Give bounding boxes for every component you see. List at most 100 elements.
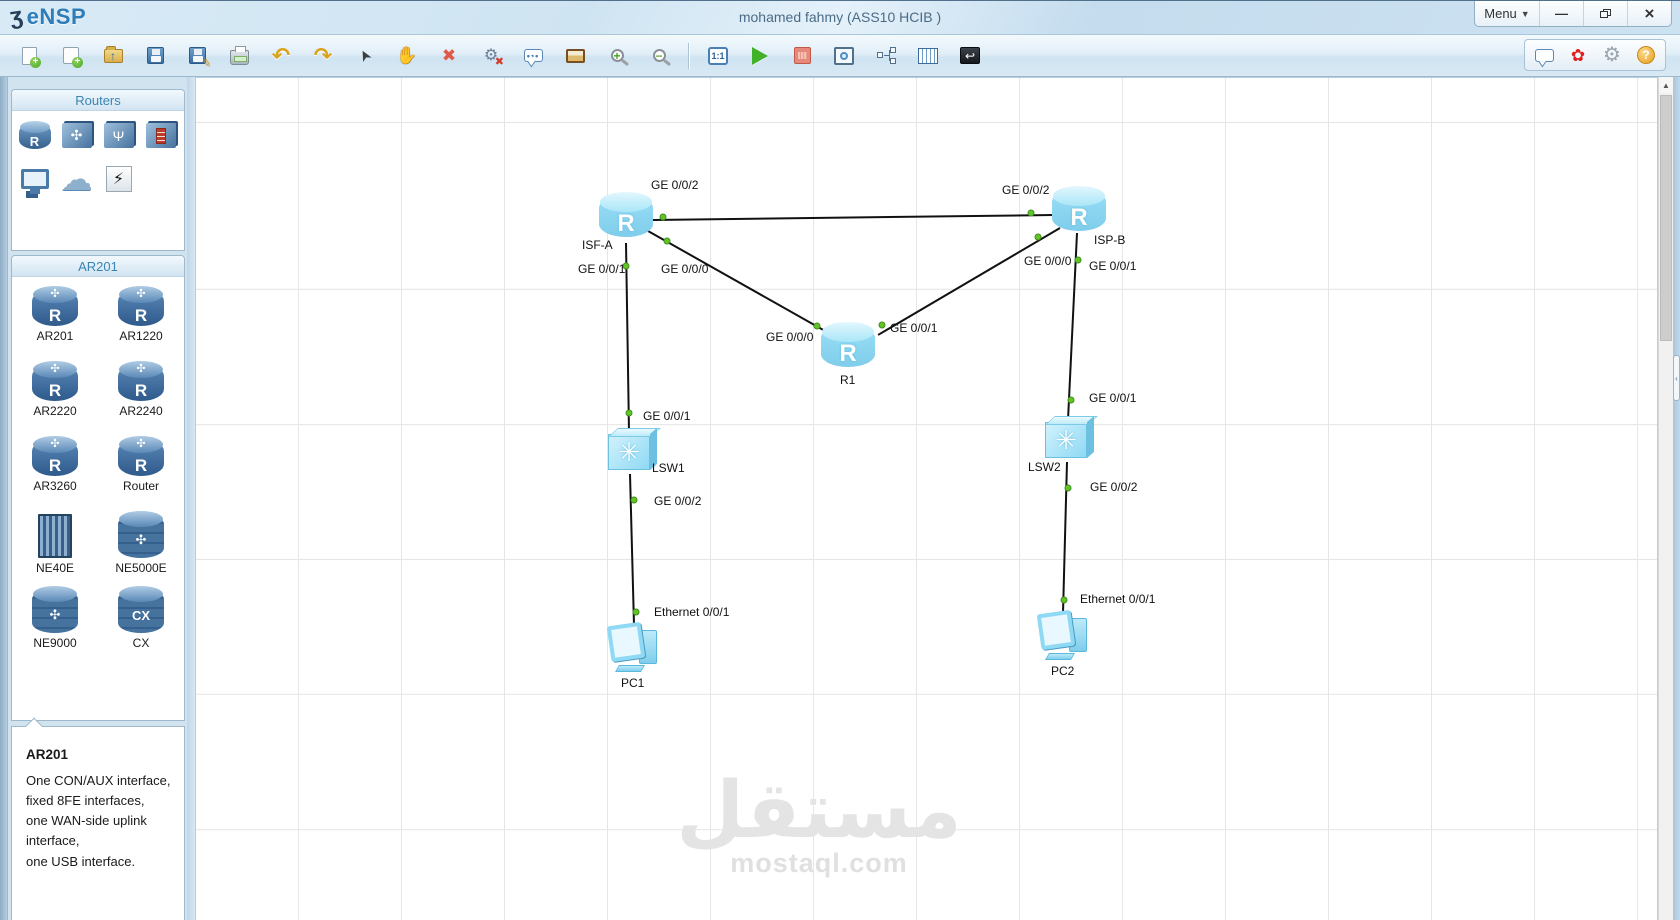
add-text-button[interactable]: ••• bbox=[520, 43, 546, 69]
save-button[interactable] bbox=[142, 43, 168, 69]
node-ISF-A[interactable]: R bbox=[599, 192, 653, 237]
sidebar-canvas-gap bbox=[187, 77, 195, 920]
window-controls: Menu ▼ — × bbox=[1474, 1, 1672, 27]
chassis-device-icon bbox=[38, 514, 72, 558]
save-as-button[interactable]: ✎ bbox=[184, 43, 212, 70]
gear-icon: ⚙ bbox=[1603, 44, 1621, 66]
grid-button[interactable] bbox=[915, 43, 941, 69]
open-button[interactable]: ↑ bbox=[100, 43, 126, 69]
device-description-panel: AR201 One CON/AUX interface, fixed 8FE i… bbox=[11, 717, 185, 920]
lightning-icon: ⚡ bbox=[105, 165, 132, 192]
connection-dot-7 bbox=[625, 409, 633, 417]
huawei-button[interactable]: ✿ bbox=[1565, 42, 1591, 68]
port-label-2: GE 0/0/0 bbox=[661, 262, 709, 276]
scrollbar-up-arrow[interactable]: ▲ bbox=[1659, 77, 1673, 93]
ensp-logo-text: eNSP bbox=[26, 4, 87, 29]
topology-link-1[interactable] bbox=[647, 230, 835, 337]
device-item-ne40e[interactable]: NE40E bbox=[12, 514, 98, 589]
category-connections[interactable]: ⚡ bbox=[102, 162, 135, 195]
new-topology-button[interactable]: + bbox=[16, 43, 42, 69]
stop-device-button[interactable] bbox=[789, 43, 815, 69]
connection-dot-6 bbox=[622, 262, 630, 270]
routers-panel: Routers R ✣ Ψ ☁ ⚡ bbox=[11, 89, 185, 251]
topology-nodes-button[interactable] bbox=[873, 43, 899, 69]
switch-icon: ✳ bbox=[1045, 422, 1087, 458]
actual-size-button[interactable]: 1:1 bbox=[705, 43, 731, 69]
close-icon: × bbox=[1644, 4, 1655, 23]
scrollbar-thumb[interactable] bbox=[1660, 95, 1672, 341]
category-router[interactable]: R bbox=[18, 119, 51, 152]
zoom-out-button[interactable]: − bbox=[646, 43, 672, 69]
close-button[interactable]: × bbox=[1627, 1, 1671, 26]
panel-collapse-handle[interactable]: ‹ bbox=[1673, 355, 1680, 401]
category-switch[interactable]: ✣ bbox=[60, 119, 93, 152]
feedback-button[interactable] bbox=[1531, 42, 1557, 68]
topology-link-2[interactable] bbox=[877, 227, 1061, 336]
save-as-icon bbox=[188, 47, 206, 64]
connection-dot-11 bbox=[1067, 396, 1075, 404]
connection-dot-10 bbox=[1074, 256, 1082, 264]
minimize-button[interactable]: — bbox=[1539, 1, 1583, 26]
new-test-case-button[interactable]: + bbox=[58, 43, 84, 69]
topology-link-0[interactable] bbox=[652, 214, 1054, 221]
menu-button[interactable]: Menu ▼ bbox=[1484, 6, 1530, 21]
zoom-in-icon: + bbox=[610, 49, 624, 62]
node-LSW1[interactable]: ✳ bbox=[608, 434, 650, 470]
node-R1[interactable]: R bbox=[821, 322, 875, 367]
port-label-8: GE 0/0/1 bbox=[643, 409, 691, 423]
undo-button[interactable]: ↶ bbox=[268, 43, 294, 69]
category-firewall[interactable] bbox=[144, 119, 177, 152]
capture-packets-button[interactable] bbox=[831, 43, 857, 69]
router-category-icon: R bbox=[18, 120, 51, 149]
print-button[interactable] bbox=[226, 43, 252, 69]
port-label-9: GE 0/0/2 bbox=[654, 494, 702, 508]
print-icon bbox=[229, 46, 249, 65]
cursor-icon: ➤ bbox=[354, 45, 376, 66]
redo-icon: ↷ bbox=[313, 42, 333, 68]
device-item-ne9000[interactable]: ✣NE9000 bbox=[12, 586, 98, 664]
router-device-icon: ✣R bbox=[118, 361, 164, 401]
category-wlan[interactable]: Ψ bbox=[102, 119, 135, 152]
hand-icon: ✋ bbox=[396, 46, 418, 65]
port-label-3: GE 0/0/2 bbox=[1002, 183, 1050, 197]
watermark-arabic: مستقل bbox=[676, 766, 962, 854]
restore-button[interactable] bbox=[1583, 1, 1627, 26]
node-ISP-B[interactable]: R bbox=[1052, 186, 1106, 231]
ensp-logo: ʒ eNSP bbox=[8, 2, 87, 30]
start-device-button[interactable] bbox=[747, 43, 773, 69]
node-PC1[interactable] bbox=[606, 621, 659, 672]
node-LSW2[interactable]: ✳ bbox=[1045, 422, 1087, 458]
pan-tool-button[interactable]: ✋ bbox=[394, 43, 420, 69]
redo-button[interactable]: ↷ bbox=[310, 43, 336, 69]
device-item-ne5000e[interactable]: ✣NE5000E bbox=[98, 511, 184, 589]
options-button[interactable]: ⚙ bbox=[1599, 42, 1625, 68]
select-tool-button[interactable]: ➤ bbox=[352, 43, 378, 69]
cli-console-button[interactable]: ↩ bbox=[957, 43, 983, 69]
zoom-in-button[interactable]: + bbox=[604, 43, 630, 69]
vertical-scrollbar[interactable]: ▲ bbox=[1658, 77, 1673, 920]
router-icon: R bbox=[599, 192, 653, 237]
add-note-button[interactable] bbox=[562, 43, 588, 69]
delete-config-button[interactable]: ⚙✖ bbox=[483, 46, 504, 68]
minimize-icon: — bbox=[1555, 6, 1568, 21]
routers-panel-header: Routers bbox=[12, 90, 184, 111]
connection-dot-0 bbox=[659, 213, 667, 221]
actual-size-icon: 1:1 bbox=[708, 46, 728, 65]
topology-link-3[interactable] bbox=[625, 242, 630, 433]
help-button[interactable]: ? bbox=[1633, 42, 1659, 68]
delete-button[interactable]: ✖ bbox=[436, 43, 462, 69]
cx-router-icon: CX bbox=[118, 586, 164, 633]
node-PC2[interactable] bbox=[1036, 609, 1089, 660]
category-terminal[interactable] bbox=[18, 162, 51, 195]
category-other[interactable]: ☁ bbox=[60, 162, 93, 195]
